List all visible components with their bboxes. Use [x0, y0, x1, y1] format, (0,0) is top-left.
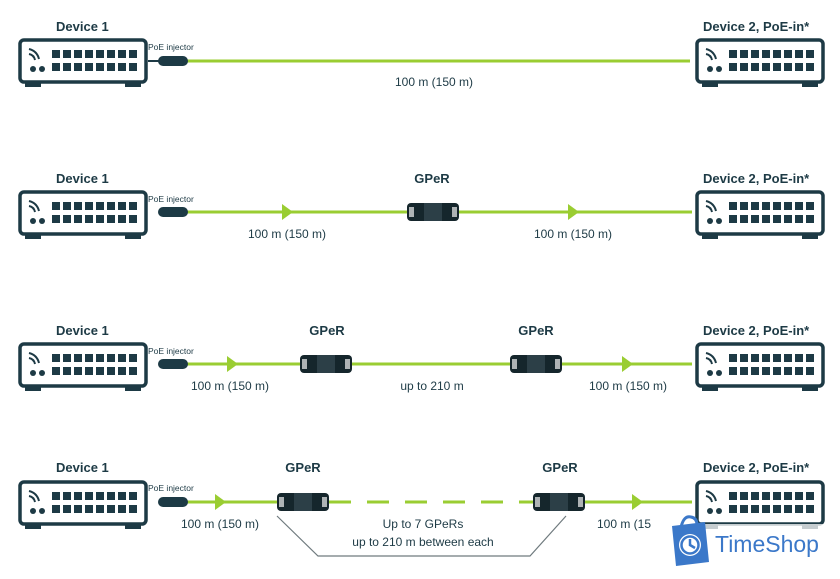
poe-injector-icon — [158, 359, 188, 369]
gper-label: GPeR — [309, 323, 345, 338]
device-2-label: Device 2, PoE-in* — [703, 19, 810, 34]
gper-label: GPeR — [414, 171, 450, 186]
distance-label: 100 m (15 — [597, 517, 651, 531]
row-3: Device 1 PoE injector Device 2, PoE-in* … — [18, 323, 825, 393]
arrow-icon — [282, 204, 293, 220]
device-1-icon — [18, 342, 148, 393]
device-1-icon — [18, 480, 148, 531]
device-1-label: Device 1 — [56, 323, 109, 338]
arrow-icon — [215, 494, 226, 510]
distance-label: 100 m (150 m) — [395, 75, 473, 89]
device-2-icon — [695, 38, 825, 89]
gper-icon — [510, 355, 562, 373]
chain-note: Up to 7 GPeRs — [383, 517, 464, 531]
distance-label: up to 210 m — [400, 379, 463, 393]
device-2-icon — [695, 480, 825, 531]
chain-note: up to 210 m between each — [352, 535, 493, 549]
distance-label: 100 m (150 m) — [181, 517, 259, 531]
gper-label: GPeR — [542, 460, 578, 475]
distance-label: 100 m (150 m) — [248, 227, 326, 241]
device-1-label: Device 1 — [56, 171, 109, 186]
gper-label: GPeR — [285, 460, 321, 475]
arrow-icon — [622, 356, 633, 372]
poe-injector-icon — [158, 497, 188, 507]
device-2-icon — [695, 190, 825, 241]
poe-injector-label: PoE injector — [148, 194, 194, 204]
poe-injector-label: PoE injector — [148, 483, 194, 493]
device-2-label: Device 2, PoE-in* — [703, 460, 810, 475]
device-1-label: Device 1 — [56, 19, 109, 34]
distance-label: 100 m (150 m) — [191, 379, 269, 393]
device-1-icon — [18, 38, 148, 89]
device-2-icon — [695, 342, 825, 393]
arrow-icon — [568, 204, 579, 220]
poe-injector-label: PoE injector — [148, 346, 194, 356]
distance-label: 100 m (150 m) — [589, 379, 667, 393]
device-1-label: Device 1 — [56, 460, 109, 475]
distance-label: 100 m (150 m) — [534, 227, 612, 241]
poe-injector-label: PoE injector — [148, 42, 194, 52]
gper-icon — [277, 493, 329, 511]
gper-icon — [300, 355, 352, 373]
device-2-label: Device 2, PoE-in* — [703, 323, 810, 338]
gper-icon — [533, 493, 585, 511]
arrow-icon — [632, 494, 643, 510]
clock-bag-icon — [672, 515, 709, 566]
gper-label: GPeR — [518, 323, 554, 338]
row-1: Device 1 PoE injector Device 2, PoE-in* … — [18, 19, 825, 89]
device-1-icon — [18, 190, 148, 241]
poe-injector-icon — [158, 207, 188, 217]
device-2-label: Device 2, PoE-in* — [703, 171, 810, 186]
arrow-icon — [227, 356, 238, 372]
row-2: Device 1 PoE injector Device 2, PoE-in* … — [18, 171, 825, 241]
row-4: Device 1 PoE injector Device 2, PoE-in* … — [18, 460, 825, 557]
gper-icon — [407, 203, 459, 221]
brand-name: TimeShop — [715, 531, 819, 557]
chain-bracket — [276, 515, 567, 557]
poe-injector-icon — [158, 56, 188, 66]
watermark: TimeShop — [652, 515, 840, 566]
